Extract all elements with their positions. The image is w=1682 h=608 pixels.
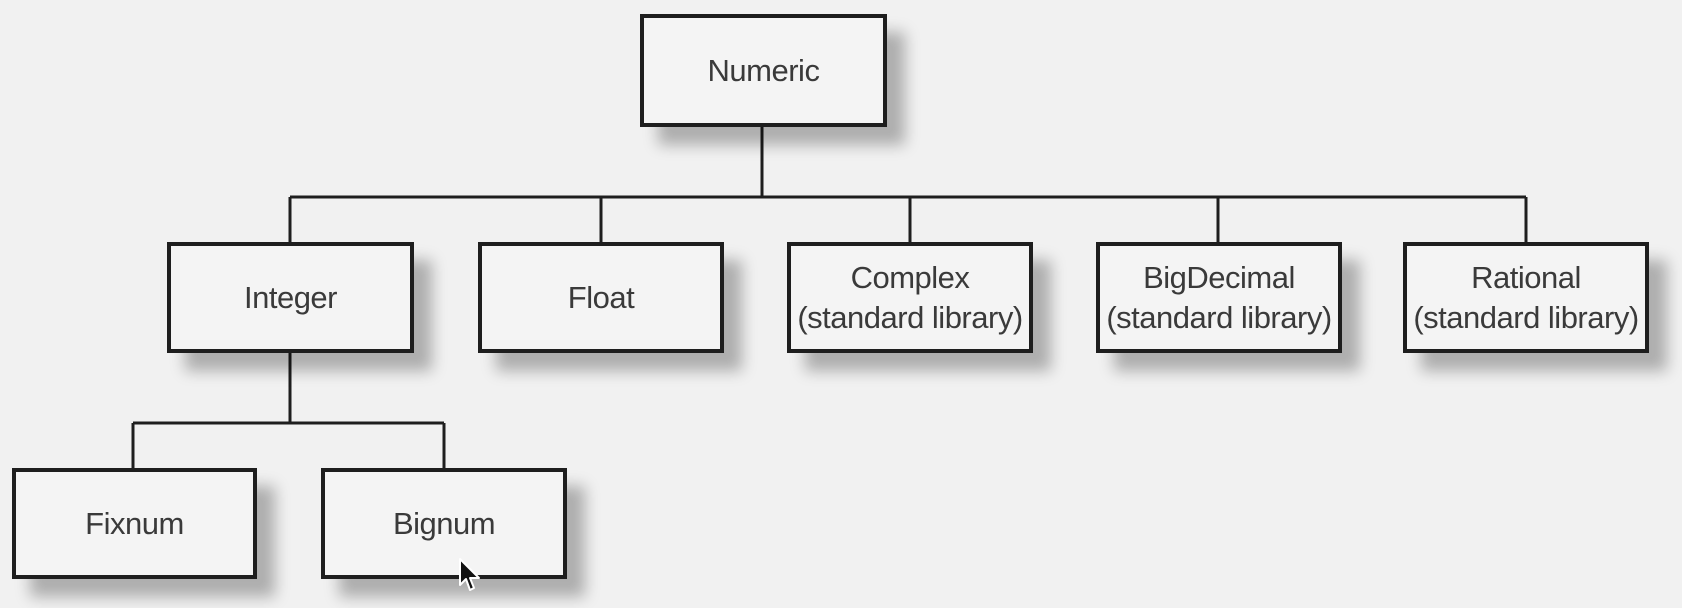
node-bigdecimal: BigDecimal (standard library) xyxy=(1096,242,1342,353)
node-rational-sublabel: (standard library) xyxy=(1413,299,1639,335)
node-fixnum: Fixnum xyxy=(12,468,257,579)
node-rational: Rational (standard library) xyxy=(1403,242,1649,353)
node-integer-label: Integer xyxy=(243,279,338,315)
node-complex-label: Complex xyxy=(850,259,970,295)
node-float: Float xyxy=(478,242,724,353)
node-numeric-label: Numeric xyxy=(707,52,820,88)
node-bignum-label: Bignum xyxy=(392,505,496,541)
node-fixnum-label: Fixnum xyxy=(85,505,184,541)
node-bigdecimal-sublabel: (standard library) xyxy=(1106,299,1332,335)
node-complex-sublabel: (standard library) xyxy=(797,299,1023,335)
mouse-pointer-icon xyxy=(459,558,480,591)
node-integer: Integer xyxy=(167,242,414,353)
node-complex: Complex (standard library) xyxy=(787,242,1033,353)
node-numeric: Numeric xyxy=(640,14,887,127)
node-rational-label: Rational xyxy=(1471,259,1581,295)
node-bignum: Bignum xyxy=(321,468,567,579)
node-bigdecimal-label: BigDecimal xyxy=(1143,259,1295,295)
node-float-label: Float xyxy=(567,279,635,315)
